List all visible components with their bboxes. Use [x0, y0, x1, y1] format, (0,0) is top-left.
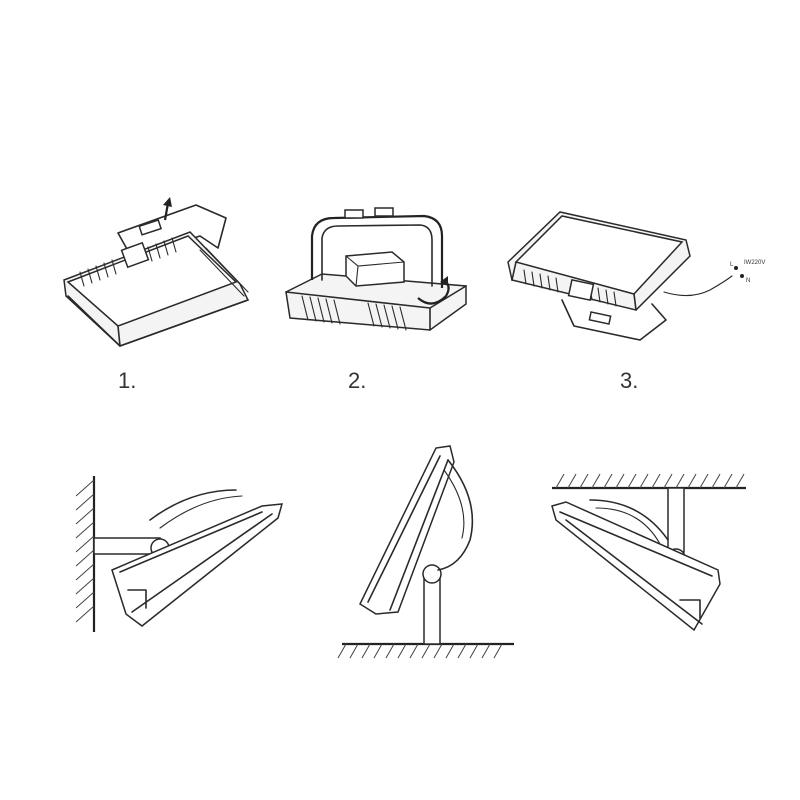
wall-hatch: [75, 479, 95, 623]
wire-voltage-label: IW220V: [744, 260, 765, 266]
wire-terminal-n: N: [746, 278, 750, 284]
step-1-figure: [63, 197, 250, 347]
wall-mount-figure: [75, 476, 284, 632]
ceiling-hatch: [555, 473, 745, 489]
floor-hatch: [337, 643, 503, 659]
step-3-label: 3.: [620, 368, 638, 393]
wire-terminal-l: L: [730, 262, 734, 268]
ceiling-mount-figure: [551, 473, 746, 632]
step-2-label: 2.: [348, 368, 366, 393]
step-3-figure: IW220V L N: [507, 211, 765, 341]
step-2-figure: [285, 207, 467, 331]
floor-mount-figure: [337, 445, 514, 659]
step-1-label: 1.: [118, 368, 136, 393]
